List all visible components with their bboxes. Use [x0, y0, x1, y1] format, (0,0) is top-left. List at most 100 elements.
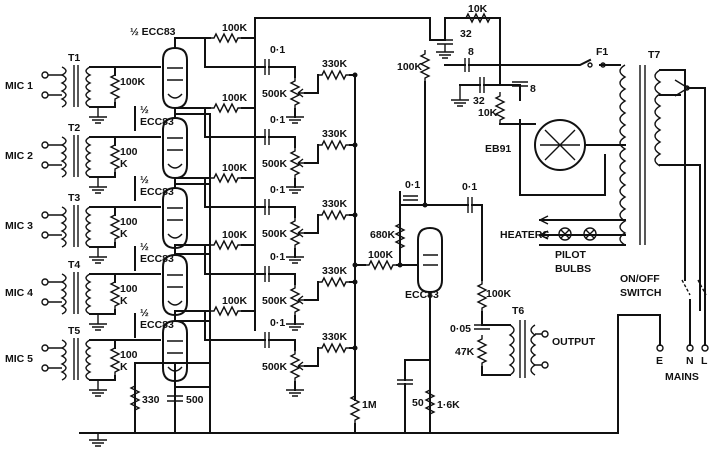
output-cathode-cap-label: 50 [412, 397, 424, 409]
output-transformer-label: T6 [512, 305, 524, 317]
transformer-2-label: T2 [68, 122, 80, 134]
mixer-plate-resistor-label: 100K [397, 61, 423, 73]
terminal-e-label: E [656, 355, 663, 367]
coupling-cap-4-label: 0·1 [270, 251, 285, 263]
pilot-bulb-2-icon [583, 227, 597, 241]
triode-icon [162, 319, 188, 383]
plate-resistor-3-label: 100K [222, 162, 248, 174]
mixing-resistor-2-label: 330K [322, 128, 348, 140]
tube-1-label: ½ ECC83 [130, 26, 176, 38]
mic-terminal-icon[interactable] [41, 141, 49, 149]
heaters-label: HEATERS [500, 229, 549, 241]
filter-cap-2-label: 8 [468, 46, 474, 58]
fuse-label: F1 [596, 46, 608, 58]
mains-label: MAINS [665, 371, 699, 383]
mic-terminal-icon[interactable] [41, 298, 49, 306]
terminal-l-label: L [701, 355, 708, 367]
coupling-cap-3-label: 0·1 [270, 184, 285, 196]
pilot-bulbs-label-2: BULBS [555, 263, 591, 275]
mic-terminal-icon[interactable] [41, 71, 49, 79]
cathode-resistor-label: 330 [142, 394, 160, 406]
mixing-resistor-4-label: 330K [322, 265, 348, 277]
shunt-resistor-label: 47K [455, 346, 475, 358]
grid-leak-label: 1M [362, 399, 377, 411]
volume-pot-2-label: 500K [262, 158, 288, 170]
coupling-cap-1-label: 0·1 [270, 44, 285, 56]
mic-5-label: MIC 5 [5, 353, 33, 365]
triode-icon [162, 46, 188, 110]
coupling-cap-2-label: 0·1 [270, 114, 285, 126]
output-tube-label: ECC83 [405, 289, 439, 301]
triode-icon [162, 253, 188, 317]
output-coupling-cap-label: 0·1 [462, 181, 477, 193]
transformer-1-label: T1 [68, 52, 80, 64]
output-label: OUTPUT [552, 336, 596, 348]
output-stage: 100K 0·1 680K 100K ECC83 50 1·6K 0·1 100… [354, 49, 596, 434]
volume-pot-3-label: 500K [262, 228, 288, 240]
mains-transformer-label: T7 [648, 49, 660, 61]
plate-resistor-4-label: 100K [222, 229, 248, 241]
mic-terminal-icon[interactable] [41, 231, 49, 239]
transformer-4-label: T4 [68, 259, 80, 271]
dropper-resistor-label: 10K [468, 3, 488, 15]
switch-label-1: ON/OFF [620, 273, 660, 285]
volume-pot-4-label: 500K [262, 295, 288, 307]
terminal-n-label: N [686, 355, 694, 367]
mic-1-label: MIC 1 [5, 80, 33, 92]
mic-2-label: MIC 2 [5, 150, 33, 162]
grid-resistor-1-label: 100K [120, 76, 146, 88]
mixing-resistor-1-label: 330K [322, 58, 348, 70]
switch-label-2: SWITCH [620, 287, 661, 299]
output-cathode-resistor-label: 1·6K [437, 399, 460, 411]
mic-terminal-icon[interactable] [41, 211, 49, 219]
mixing-resistor-5-label: 330K [322, 331, 348, 343]
plate-resistor-5-label: 100K [222, 295, 248, 307]
transformer-5-label: T5 [68, 325, 80, 337]
pilot-bulbs-label-1: PILOT [555, 249, 587, 261]
triode-icon [162, 116, 188, 180]
input-cathode-network: 330 500 [130, 362, 211, 434]
mic-terminal-icon[interactable] [41, 344, 49, 352]
power-supply: 10K 32 8 F1 32 8 10K EB91 T7 [435, 3, 709, 434]
mic-terminal-icon[interactable] [41, 91, 49, 99]
mixing-bus: 1M [350, 74, 377, 434]
mic-terminal-icon[interactable] [41, 278, 49, 286]
pilot-bulb-1-icon [558, 227, 572, 241]
bleeder-resistor-label: 10K [478, 107, 498, 119]
output-grid-resistor-label: 100K [368, 249, 394, 261]
plate-resistor-1-label: 100K [222, 22, 248, 34]
mic-3-label: MIC 3 [5, 220, 33, 232]
mic-terminal-icon[interactable] [41, 364, 49, 372]
mic-terminal-icon[interactable] [41, 161, 49, 169]
ground-bus [79, 432, 619, 447]
volume-pot-1-label: 500K [262, 88, 288, 100]
load-resistor-label: 100K [486, 288, 512, 300]
mic-4-label: MIC 4 [5, 287, 33, 299]
filter-cap-1-label: 32 [460, 28, 472, 40]
filter-cap-4-label: 8 [530, 83, 536, 95]
rectifier-label: EB91 [485, 143, 511, 155]
plate-resistor-2-label: 100K [222, 92, 248, 104]
feedback-resistor-label: 680K [370, 229, 396, 241]
coupling-cap-5-label: 0·1 [270, 317, 285, 329]
input-stage-1: MIC 1 T1 100K ½ ECC83 100K 0·1 500K 330K [5, 22, 358, 434]
volume-pot-5-label: 500K [262, 361, 288, 373]
shunt-cap-label: 0·05 [450, 323, 471, 335]
feedback-cap-label: 0·1 [405, 179, 420, 191]
triode-icon [162, 186, 188, 250]
filter-cap-3-label: 32 [473, 95, 485, 107]
transformer-3-label: T3 [68, 192, 80, 204]
